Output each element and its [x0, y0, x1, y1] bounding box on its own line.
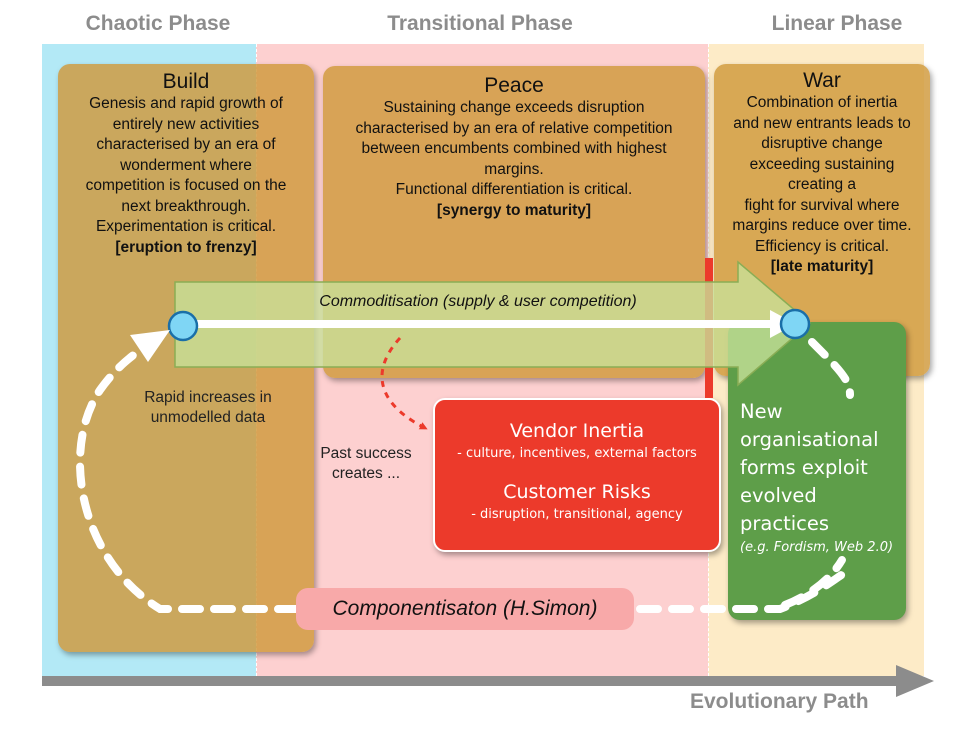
war-line: disruptive change	[761, 135, 883, 152]
vendor-inertia-title: Vendor Inertia	[509, 420, 645, 442]
inertia-risks-box: Vendor Inertia - culture, incentives, ex…	[433, 398, 721, 552]
new-forms-line: organisational	[740, 428, 879, 451]
past-success-line: creates ...	[331, 465, 401, 482]
rapid-increases-line: unmodelled data	[150, 409, 266, 426]
past-success-arrow	[380, 336, 428, 430]
peace-title: Peace	[484, 74, 544, 97]
war-line: and new entrants leads to	[733, 114, 911, 132]
new-forms-line: New	[740, 400, 783, 423]
build-line: wonderment where	[120, 156, 252, 174]
start-node-icon	[167, 310, 199, 342]
customer-risks-subtitle: - disruption, transitional, agency	[471, 507, 683, 522]
rapid-increases-label: Rapid increases in unmodelled data	[118, 388, 298, 428]
build-line: Experimentation is critical.	[95, 218, 277, 235]
past-success-line: Past success	[320, 445, 412, 462]
build-line: Genesis and rapid growth of	[89, 95, 283, 112]
war-line: creating a	[787, 176, 857, 193]
loop-arrowhead	[130, 330, 170, 362]
war-line: exceeding sustaining	[749, 155, 895, 173]
war-title: War	[803, 69, 841, 92]
customer-risks-title: Customer Risks	[503, 481, 651, 503]
peace-line: characterised by an era of relative comp…	[355, 119, 673, 137]
build-title: Build	[162, 70, 210, 93]
end-node-icon	[779, 308, 811, 340]
war-to-new-forms-dash	[808, 338, 854, 399]
evolutionary-path-label: Evolutionary Path	[690, 690, 869, 713]
commoditisation-label: Commoditisation (supply & user competiti…	[319, 293, 637, 310]
evolutionary-path-arrowhead	[896, 665, 934, 697]
white-connector-line	[190, 320, 784, 328]
vendor-inertia-subtitle: - culture, incentives, external factors	[457, 446, 697, 461]
new-forms-line: evolved	[740, 484, 817, 507]
new-forms-to-loop-dash	[781, 556, 846, 609]
linear-phase-title: Linear Phase	[771, 12, 903, 35]
war-tag: [late maturity]	[770, 258, 874, 275]
build-line: entirely new activities	[112, 115, 260, 133]
build-line: competition is focused on the	[85, 177, 287, 194]
new-forms-line: forms exploit	[740, 456, 868, 479]
componentisation-label: Componentisaton (H.Simon)	[296, 588, 634, 630]
new-forms-example: (e.g. Fordism, Web 2.0)	[740, 540, 894, 555]
peace-tag: [synergy to maturity]	[436, 201, 592, 219]
build-tag: [eruption to frenzy]	[115, 238, 257, 256]
build-line: characterised by an era of	[96, 136, 276, 153]
rapid-increases-line: Rapid increases in	[144, 389, 272, 406]
war-line: margins reduce over time.	[732, 217, 912, 234]
new-forms-line: practices	[740, 512, 830, 535]
war-description: Combination of inertia and new entrants …	[714, 93, 930, 257]
war-line: fight for survival where	[744, 196, 900, 214]
chaotic-phase-title: Chaotic Phase	[85, 12, 231, 35]
build-description: Genesis and rapid growth of entirely new…	[58, 94, 314, 238]
peace-line: margins.	[484, 160, 544, 178]
peace-line: Sustaining change exceeds disruption	[383, 99, 645, 116]
build-line: next breakthrough.	[121, 197, 251, 215]
peace-line: between encumbents combined with highest	[361, 140, 667, 157]
componentisation-loop-left	[76, 340, 300, 613]
new-forms-text: New organisational forms exploit evolved…	[728, 322, 906, 538]
transitional-phase-title: Transitional Phase	[387, 12, 573, 35]
new-forms-box: New organisational forms exploit evolved…	[728, 322, 906, 620]
peace-line: Functional differentiation is critical.	[395, 181, 633, 198]
past-success-label: Past success creates ...	[306, 444, 426, 484]
war-line: Combination of inertia	[746, 94, 898, 111]
evolutionary-path-bar	[42, 676, 902, 686]
peace-description: Sustaining change exceeds disruption cha…	[323, 98, 705, 201]
war-line: Efficiency is critical.	[754, 237, 890, 255]
